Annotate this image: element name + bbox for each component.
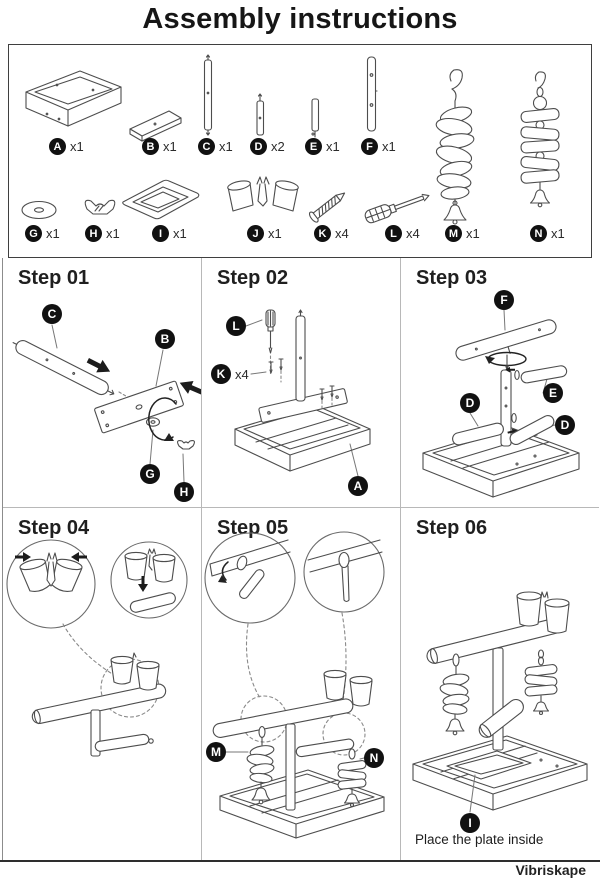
part-b-badge: B xyxy=(142,138,159,155)
step-03-badge-d2: D xyxy=(555,415,575,435)
part-label-d: D x2 xyxy=(250,138,285,155)
step-02-badge-k: K xyxy=(211,364,231,384)
step-02-badge-a: A xyxy=(348,476,368,496)
part-g-qty: x1 xyxy=(46,226,60,241)
step-05-badge-n: N xyxy=(364,748,384,768)
step-04-title: Step 04 xyxy=(18,517,90,539)
part-b-board-illustration xyxy=(129,110,182,142)
part-label-h: H x1 xyxy=(85,225,120,242)
step-04-illustration xyxy=(6,539,188,757)
step-02-illustration xyxy=(234,309,371,477)
part-l-screwdriver-illustration xyxy=(364,193,430,224)
step-01-badge-b: B xyxy=(155,329,175,349)
step-05-title: Step 05 xyxy=(217,517,289,539)
part-c-badge: C xyxy=(198,138,215,155)
step-01-illustration xyxy=(12,324,201,483)
step-03-badge-e: E xyxy=(543,383,563,403)
part-label-l: L x4 xyxy=(385,225,420,242)
part-i-badge: I xyxy=(152,225,169,242)
part-j-qty: x1 xyxy=(268,226,282,241)
step-03-title: Step 03 xyxy=(416,267,488,289)
step-05-illustration xyxy=(204,531,385,839)
brand-name: Vibriskape xyxy=(515,862,586,878)
part-label-c: C x1 xyxy=(198,138,233,155)
steps-grid: Step 01 xyxy=(2,258,599,860)
part-label-f: F x1 xyxy=(361,138,396,155)
step-02-k-row: K x4 xyxy=(211,364,249,384)
step-01-panel: Step 01 xyxy=(3,258,202,508)
part-m-badge: M xyxy=(445,225,462,242)
step-01-badge-h: H xyxy=(174,482,194,502)
part-a-badge: A xyxy=(49,138,66,155)
step-03-panel: Step 03 xyxy=(401,258,599,508)
step-06-note: Place the plate inside xyxy=(415,832,544,847)
part-l-badge: L xyxy=(385,225,402,242)
part-label-i: I x1 xyxy=(152,225,187,242)
part-label-m: M x1 xyxy=(445,225,480,242)
part-label-b: B x1 xyxy=(142,138,177,155)
step-06-illustration xyxy=(412,591,588,813)
part-l-qty: x4 xyxy=(406,226,420,241)
part-c-qty: x1 xyxy=(219,139,233,154)
part-h-qty: x1 xyxy=(106,226,120,241)
part-f-badge: F xyxy=(361,138,378,155)
part-f-qty: x1 xyxy=(382,139,396,154)
part-d-badge: D xyxy=(250,138,267,155)
step-01-title: Step 01 xyxy=(18,267,90,289)
part-j-badge: J xyxy=(247,225,264,242)
step-05-panel: Step 05 xyxy=(202,508,401,860)
part-i-plate-illustration xyxy=(122,179,200,220)
part-i-qty: x1 xyxy=(173,226,187,241)
step-02-k-qty: x4 xyxy=(235,366,249,382)
part-k-badge: K xyxy=(314,225,331,242)
part-j-cups-illustration xyxy=(227,176,299,212)
part-label-a: A x1 xyxy=(49,138,84,155)
part-e-badge: E xyxy=(305,138,322,155)
part-a-tray-illustration xyxy=(25,70,122,127)
part-g-washer-illustration xyxy=(21,200,57,220)
part-h-badge: H xyxy=(85,225,102,242)
step-06-badge-i: I xyxy=(460,813,480,833)
step-02-badge-l: L xyxy=(226,316,246,336)
step-01-badge-c: C xyxy=(42,304,62,324)
part-c-pole-illustration xyxy=(203,54,213,136)
part-k-screw-illustration xyxy=(308,192,346,223)
footer: Vibriskape xyxy=(0,860,600,878)
part-n-badge: N xyxy=(530,225,547,242)
part-h-wingnut-illustration xyxy=(84,199,116,215)
part-n-blocks-toy-illustration xyxy=(520,71,560,208)
part-label-g: G x1 xyxy=(25,225,60,242)
part-m-qty: x1 xyxy=(466,226,480,241)
part-k-qty: x4 xyxy=(335,226,349,241)
part-d-qty: x2 xyxy=(271,139,285,154)
part-b-qty: x1 xyxy=(163,139,177,154)
step-02-panel: Step 02 xyxy=(202,258,401,508)
part-f-pole-illustration xyxy=(366,56,378,132)
part-label-e: E x1 xyxy=(305,138,340,155)
step-02-title: Step 02 xyxy=(217,267,289,289)
part-m-shred-toy-illustration xyxy=(435,69,475,225)
part-a-qty: x1 xyxy=(70,139,84,154)
page-title: Assembly instructions xyxy=(142,3,458,35)
parts-list: A x1 B x1 C x1 D x2 E x1 F x1 G x1 H x1 … xyxy=(8,44,592,258)
part-g-badge: G xyxy=(25,225,42,242)
part-n-qty: x1 xyxy=(551,226,565,241)
step-03-badge-f: F xyxy=(494,290,514,310)
step-06-title: Step 06 xyxy=(416,517,488,539)
step-01-badge-g: G xyxy=(140,464,160,484)
part-label-n: N x1 xyxy=(530,225,565,242)
step-03-badge-d1: D xyxy=(460,393,480,413)
part-d-pole-illustration xyxy=(256,93,265,136)
step-04-panel: Step 04 xyxy=(3,508,202,860)
part-e-qty: x1 xyxy=(326,139,340,154)
part-label-j: J x1 xyxy=(247,225,282,242)
step-06-panel: Step 06 xyxy=(401,508,599,860)
step-05-badge-m: M xyxy=(206,742,226,762)
part-label-k: K x4 xyxy=(314,225,349,242)
part-e-pole-illustration xyxy=(311,98,320,138)
